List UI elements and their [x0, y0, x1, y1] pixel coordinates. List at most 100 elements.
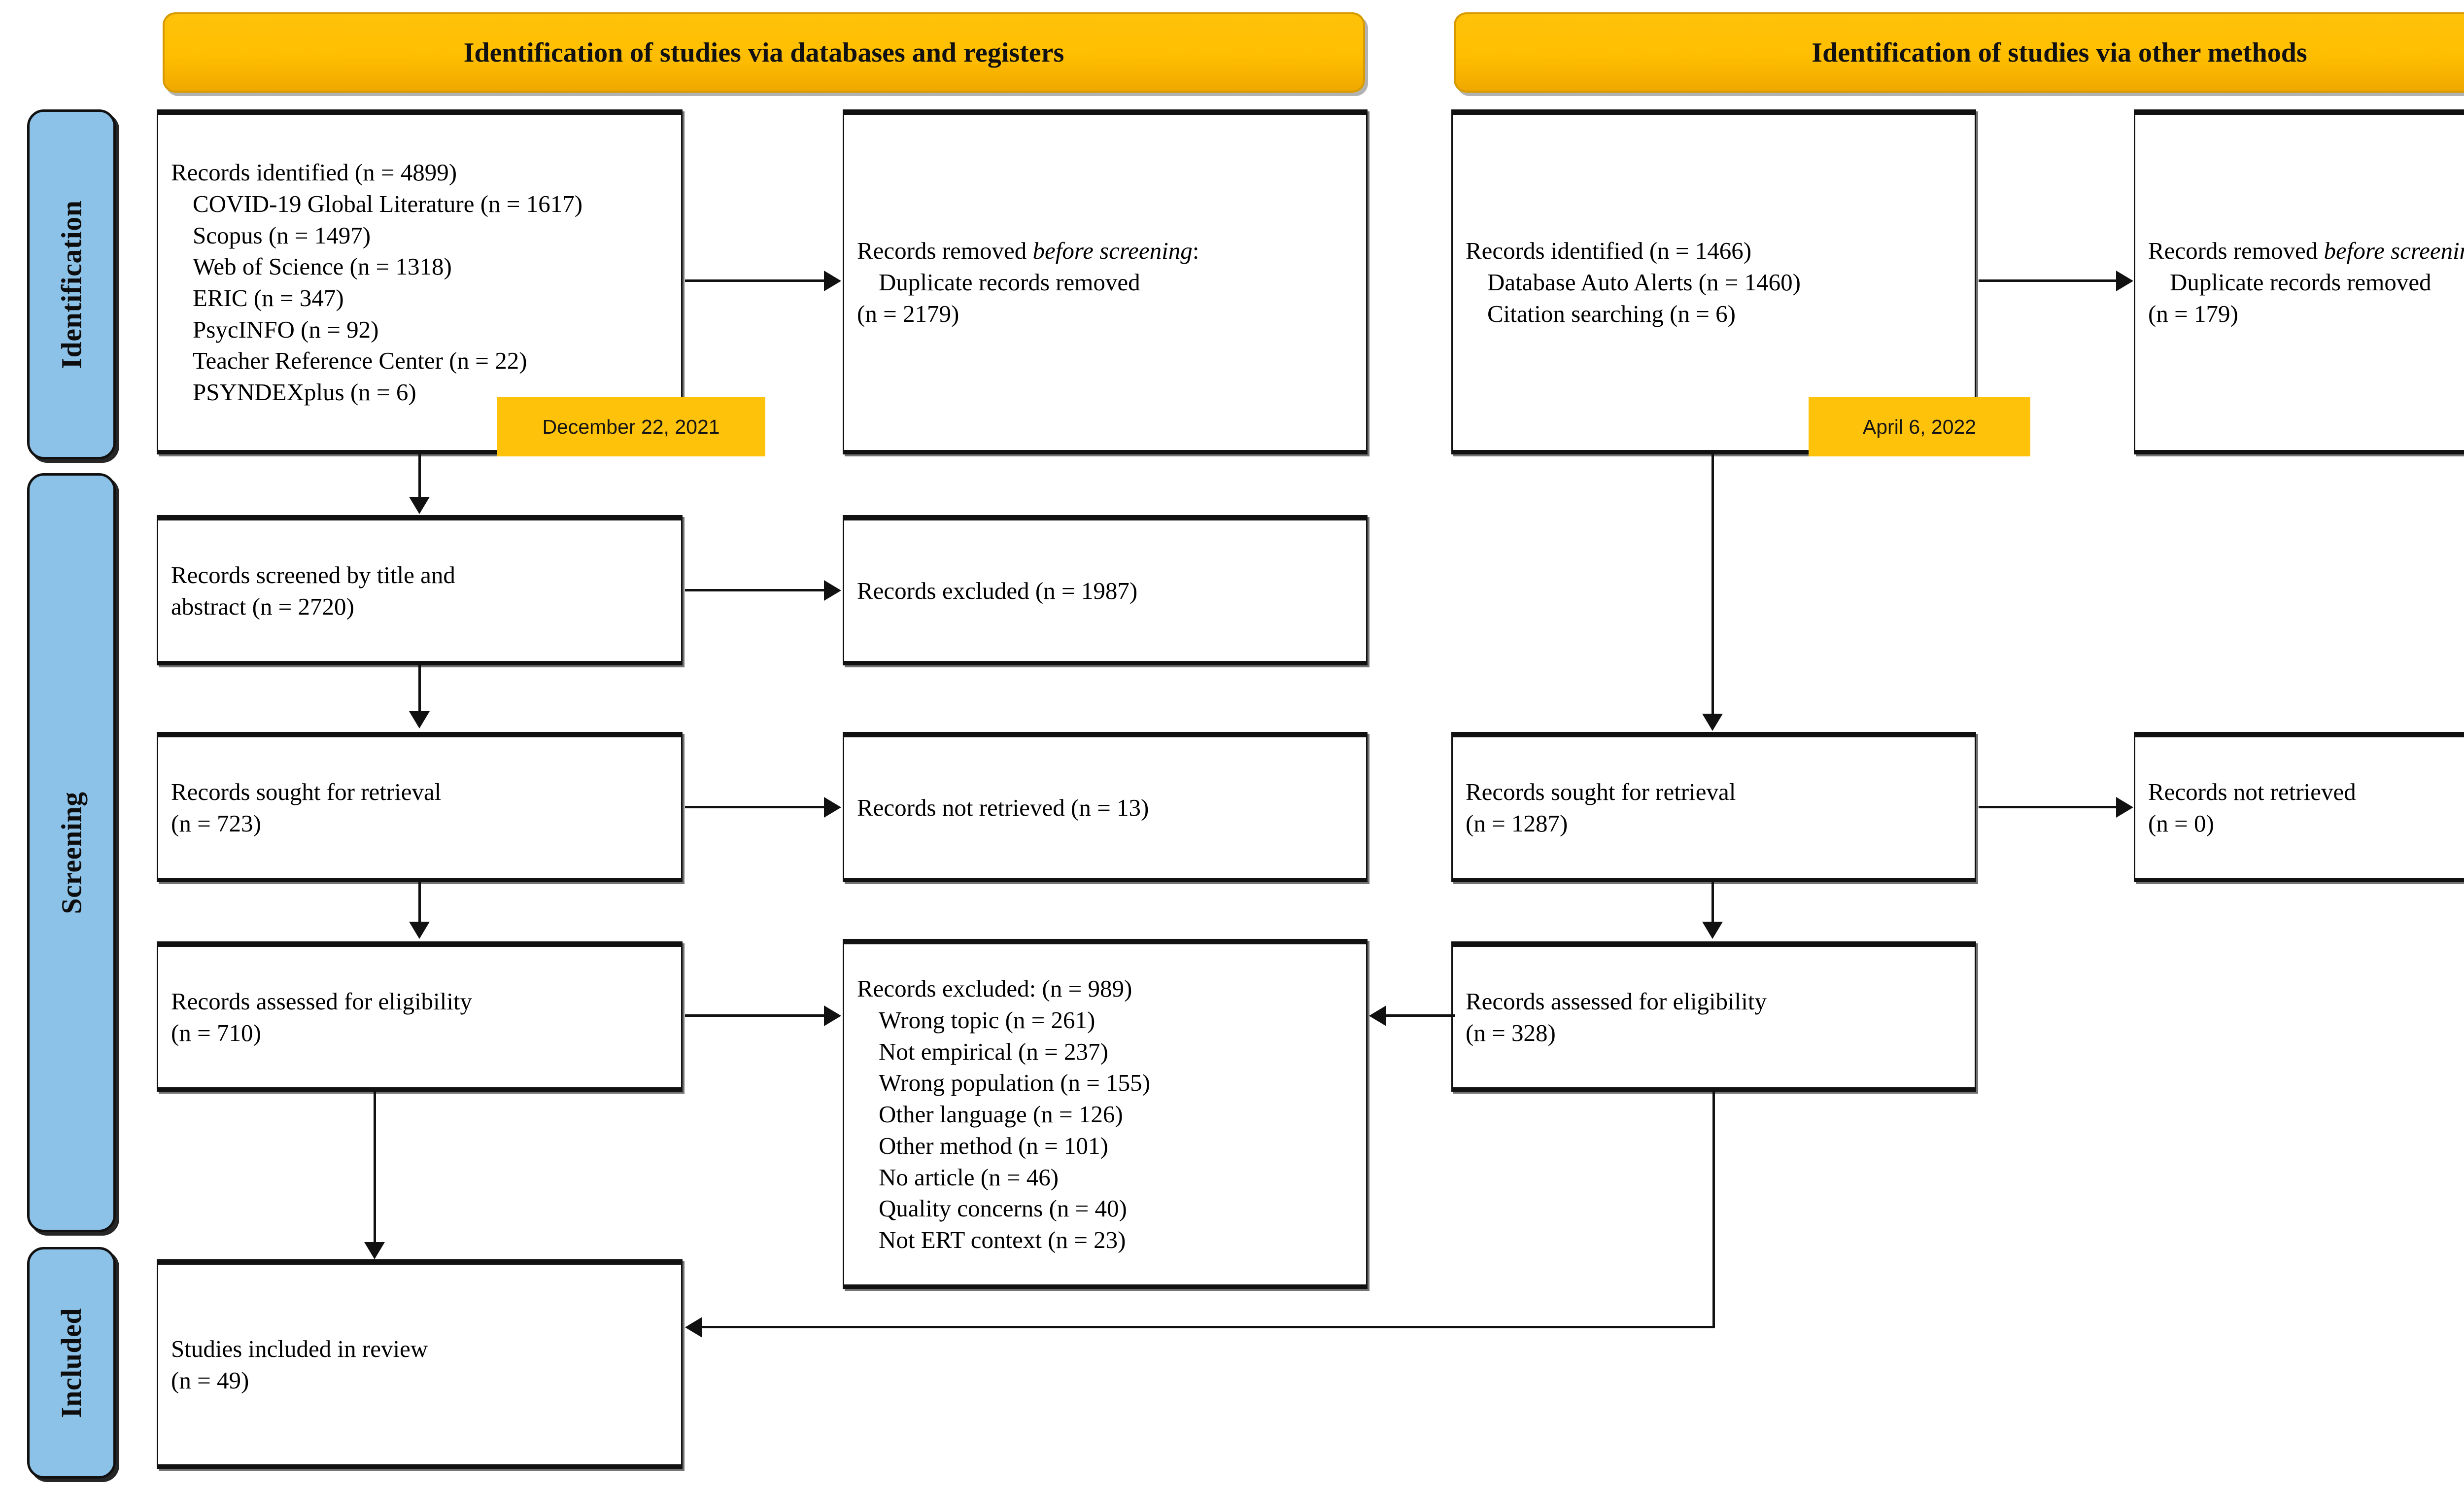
arrowhead-sought-to-assessed-left: [409, 922, 430, 939]
records-assessed-left-line1: Records assessed for eligibility: [171, 987, 473, 1015]
connector-sought-to-not-retrieved-left: [685, 806, 825, 808]
box-text-records-sought-right: Records sought for retrieval (n = 1287): [1453, 776, 1975, 839]
arrowhead-identified-to-screened: [409, 497, 430, 514]
box-text-records-excluded-screening: Records excluded (n = 1987): [844, 575, 1366, 607]
date-chip-label-april-2022: April 6, 2022: [1862, 415, 1977, 438]
source-teacher-reference-center: Teacher Reference Center (n = 22): [193, 347, 527, 375]
box-records-removed-other: Records removed before screening: Duplic…: [2134, 109, 2464, 454]
source-scopus: Scopus (n = 1497): [193, 221, 371, 249]
records-not-retrieved-left-line1: Records not retrieved (n = 13): [857, 794, 1149, 821]
arrowhead-sought-to-not-retrieved-right: [2116, 797, 2133, 818]
excluded-not-empirical: Not empirical (n = 237): [879, 1037, 1108, 1065]
records-excluded-screening-line1: Records excluded (n = 1987): [857, 577, 1138, 604]
box-records-not-retrieved-left: Records not retrieved (n = 13): [843, 732, 1368, 882]
connector-identified-to-screened: [418, 454, 421, 499]
records-sought-right-line1: Records sought for retrieval: [1466, 778, 1736, 805]
duplicate-records-count: (n = 2179): [857, 300, 959, 327]
box-text-records-assessed-right: Records assessed for eligibility (n = 32…: [1453, 986, 1975, 1048]
studies-included-line1: Studies included in review: [171, 1335, 428, 1362]
box-records-excluded-detail: Records excluded: (n = 989) Wrong topic …: [843, 939, 1368, 1289]
other-duplicate-records-removed: Duplicate records removed: [2170, 269, 2431, 296]
excluded-other-method: Other method (n = 101): [879, 1132, 1108, 1159]
other-identified-heading: Records identified (n = 1466): [1466, 237, 1752, 265]
records-assessed-left-line2: (n = 710): [171, 1019, 261, 1046]
connector-screened-to-excluded: [685, 589, 825, 591]
records-not-retrieved-right-line2: (n = 0): [2148, 809, 2214, 837]
records-removed-colon: :: [1192, 237, 1199, 265]
other-removed-prefix: Records removed: [2148, 237, 2324, 265]
connector-assessed-right-to-excluded-detail: [1386, 1014, 1455, 1017]
phase-label-identification: Identification: [55, 200, 88, 369]
connector-assessed-left-to-included: [374, 1092, 376, 1245]
phase-chip-screening: Screening: [27, 473, 116, 1232]
other-removed-emphasis: before screening: [2324, 237, 2464, 265]
banner-databases-registers: Identification of studies via databases …: [163, 12, 1365, 93]
arrowhead-assessed-left-to-excluded-detail: [824, 1005, 841, 1026]
records-not-retrieved-right-line1: Records not retrieved: [2148, 778, 2356, 805]
excluded-wrong-population: Wrong population (n = 155): [879, 1069, 1150, 1097]
source-psycinfo: PsycINFO (n = 92): [193, 315, 379, 343]
connector-assessed-right-to-included-horizontal: [702, 1326, 1714, 1328]
excluded-not-ert-context: Not ERT context (n = 23): [879, 1226, 1126, 1253]
box-records-sought-left: Records sought for retrieval (n = 723): [157, 732, 683, 882]
connector-assessed-left-to-excluded-detail: [685, 1014, 825, 1017]
arrowhead-screened-to-excluded: [824, 580, 841, 601]
box-records-identified-other: Records identified (n = 1466) Database A…: [1451, 109, 1976, 454]
records-removed-prefix: Records removed: [857, 237, 1033, 265]
box-studies-included: Studies included in review (n = 49): [157, 1259, 683, 1469]
connector-assessed-right-to-included-vertical: [1712, 1092, 1715, 1328]
records-assessed-right-line2: (n = 328): [1466, 1019, 1556, 1046]
connector-identified-other-to-sought-right: [1711, 454, 1714, 716]
records-removed-line1: Records removed before screening:: [857, 237, 1199, 264]
box-records-not-retrieved-right: Records not retrieved (n = 0): [2134, 732, 2464, 882]
source-eric: ERIC (n = 347): [193, 284, 344, 311]
connector-sought-to-assessed-left: [418, 882, 421, 924]
arrowhead-assessed-right-to-included: [685, 1317, 702, 1338]
box-text-records-identified-other: Records identified (n = 1466) Database A…: [1453, 235, 1975, 329]
banner-label-other-methods: Identification of studies via other meth…: [1812, 37, 2307, 68]
box-text-records-not-retrieved-right: Records not retrieved (n = 0): [2135, 776, 2464, 839]
arrowhead-identified-to-removed-left: [824, 271, 841, 291]
records-screened-line2: abstract (n = 2720): [171, 592, 354, 620]
duplicate-records-removed: Duplicate records removed: [879, 269, 1140, 296]
box-text-records-removed-databases: Records removed before screening: Duplic…: [844, 235, 1366, 329]
box-records-screened: Records screened by title and abstract (…: [157, 515, 683, 665]
date-chip-label-december-2021: December 22, 2021: [542, 415, 720, 438]
phase-chip-included: Included: [27, 1247, 116, 1479]
excluded-no-article: No article (n = 46): [879, 1163, 1059, 1191]
box-text-records-assessed-left: Records assessed for eligibility (n = 71…: [158, 986, 681, 1048]
date-chip-december-2021: December 22, 2021: [497, 397, 765, 456]
box-records-identified-databases: Records identified (n = 4899) COVID-19 G…: [157, 109, 683, 454]
box-text-records-screened: Records screened by title and abstract (…: [158, 559, 681, 622]
connector-screened-to-sought-left: [418, 665, 421, 712]
arrowhead-sought-to-assessed-right: [1702, 922, 1723, 939]
box-text-records-not-retrieved-left: Records not retrieved (n = 13): [844, 792, 1366, 824]
connector-sought-to-not-retrieved-right: [1979, 806, 2118, 808]
records-assessed-right-line1: Records assessed for eligibility: [1466, 987, 1767, 1015]
box-text-records-sought-left: Records sought for retrieval (n = 723): [158, 776, 681, 839]
arrowhead-sought-to-not-retrieved-left: [824, 797, 841, 818]
box-text-records-identified-databases: Records identified (n = 4899) COVID-19 G…: [158, 157, 681, 408]
records-sought-left-line1: Records sought for retrieval: [171, 778, 442, 805]
records-sought-left-line2: (n = 723): [171, 809, 261, 837]
source-psyndexplus: PSYNDEXplus (n = 6): [193, 379, 416, 406]
box-text-records-excluded-detail: Records excluded: (n = 989) Wrong topic …: [844, 973, 1366, 1255]
excluded-wrong-topic: Wrong topic (n = 261): [879, 1006, 1095, 1034]
connector-identified-other-to-removed: [1979, 279, 2118, 282]
arrowhead-identified-other-to-sought-right: [1702, 714, 1723, 731]
phase-chip-identification: Identification: [27, 109, 116, 459]
other-duplicate-records-count: (n = 179): [2148, 300, 2238, 327]
arrowhead-assessed-right-to-excluded-detail: [1369, 1005, 1386, 1026]
box-text-studies-included: Studies included in review (n = 49): [158, 1333, 681, 1396]
source-covid19: COVID-19 Global Literature (n = 1617): [193, 190, 583, 217]
banner-label-databases-registers: Identification of studies via databases …: [463, 37, 1064, 68]
box-records-excluded-screening: Records excluded (n = 1987): [843, 515, 1368, 665]
arrowhead-assessed-left-to-included: [364, 1242, 385, 1259]
phase-label-screening: Screening: [55, 791, 88, 914]
source-database-auto-alerts: Database Auto Alerts (n = 1460): [1487, 269, 1801, 296]
date-chip-april-2022: April 6, 2022: [1809, 397, 2030, 456]
arrowhead-identified-other-to-removed: [2116, 271, 2133, 291]
box-text-records-removed-other: Records removed before screening: Duplic…: [2135, 235, 2464, 329]
phase-label-included: Included: [55, 1308, 88, 1418]
